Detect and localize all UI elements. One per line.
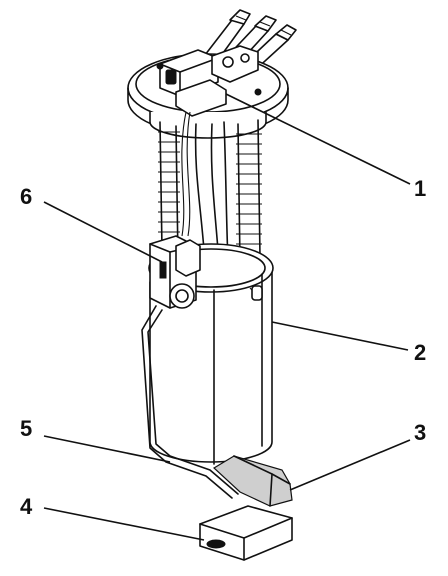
leader-6 [43,201,163,263]
fuel-level-sensor [149,235,201,309]
leader-5 [43,435,171,463]
callout-1: 1 [414,176,426,201]
leader-3 [289,439,411,491]
leader-4 [43,507,205,541]
leader-1 [225,93,411,185]
callout-5: 5 [20,416,32,441]
leader-lines [43,93,411,541]
callout-3: 3 [414,420,426,445]
callout-labels: 1 2 3 4 5 6 [20,176,426,519]
leader-2 [271,321,409,351]
float-arm [141,305,239,499]
callout-2: 2 [414,340,426,365]
fuel-strainer [213,455,293,507]
callout-4: 4 [20,494,33,519]
callout-6: 6 [20,184,32,209]
fuel-level-float [199,505,293,561]
guide-rods-springs [158,111,262,263]
